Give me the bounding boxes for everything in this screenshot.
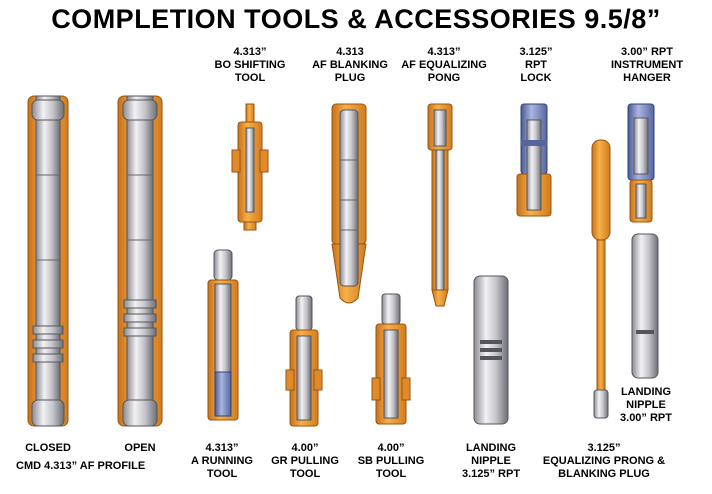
rpt-lock	[516, 103, 552, 217]
gr-pulling-tool	[285, 295, 323, 427]
label-cmd-profile: CMD 4.313” AF PROFILE	[16, 460, 146, 472]
bo-shifting-tool	[231, 103, 269, 231]
label-closed: CLOSED	[25, 442, 71, 454]
sb-pulling-tool	[371, 293, 411, 425]
open-sliding-sleeve	[117, 95, 163, 427]
label-open: OPEN	[124, 442, 156, 454]
label-equalizing-prong-blanking-plug: 3.125”EQUALIZING PRONG &BLANKING PLUG	[542, 442, 666, 480]
closed-sliding-sleeve	[27, 95, 69, 427]
instrument-hanger	[627, 103, 655, 223]
landing-nipple-3125	[473, 275, 509, 425]
af-blanking-plug	[331, 103, 367, 304]
equalizing-prong-blanking-plug	[591, 139, 611, 419]
landing-nipple-300	[631, 233, 659, 379]
page-title: COMPLETION TOOLS & ACCESSORIES 9.5/8”	[51, 4, 661, 34]
a-running-tool	[207, 249, 239, 421]
af-equalizing-prong	[427, 103, 453, 307]
